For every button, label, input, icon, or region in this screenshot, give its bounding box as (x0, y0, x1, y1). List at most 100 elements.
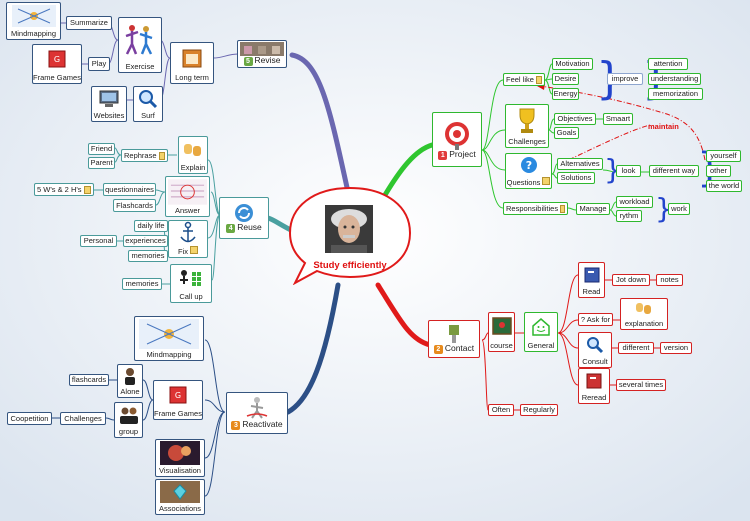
node-different[interactable]: different (618, 342, 654, 354)
node-long-term[interactable]: Long term (170, 42, 214, 84)
mindmap-thumbnail-icon (11, 5, 56, 28)
node-mindmapping-reactivate[interactable]: Mindmapping (134, 316, 204, 361)
node-summarize[interactable]: Summarize (66, 16, 112, 30)
node-flashcards-reactivate[interactable]: flashcards (69, 374, 109, 386)
node-explanation[interactable]: explanation (620, 298, 668, 330)
magnifier-icon (139, 90, 158, 109)
node-objectives[interactable]: Objectives (554, 113, 596, 125)
node-reread[interactable]: Reread (578, 368, 610, 404)
node-memorization[interactable]: memorization (648, 88, 703, 100)
node-rythm[interactable]: rythm (616, 210, 642, 222)
node-play[interactable]: Play (88, 57, 110, 71)
node-exercise[interactable]: Exercise (118, 17, 162, 73)
node-visualisation[interactable]: Visualisation (155, 439, 205, 477)
node-memories-fix[interactable]: memories (128, 250, 168, 262)
node-5ws-2hs[interactable]: 5 W's & 2 H's (34, 183, 94, 196)
node-call-up[interactable]: Call up (170, 264, 212, 303)
node-yourself[interactable]: yourself (706, 150, 741, 162)
topic-label: Revise (254, 55, 281, 65)
node-smaart[interactable]: Smaart (603, 113, 633, 125)
recycle-arrows-icon (235, 204, 253, 222)
node-associations[interactable]: Associations (155, 479, 205, 515)
node-experiences[interactable]: experiences (123, 235, 168, 247)
node-general[interactable]: General (524, 312, 558, 352)
anchor-icon (180, 222, 196, 243)
node-the-world[interactable]: the world (706, 180, 742, 192)
node-workload[interactable]: workload (616, 196, 653, 208)
svg-text:G: G (175, 391, 181, 400)
node-answer[interactable]: Answer (165, 176, 210, 217)
node-motivation[interactable]: Motivation (552, 58, 593, 70)
node-flashcards-reuse[interactable]: Flashcards (113, 199, 156, 212)
node-questionnaires[interactable]: questionnaires (103, 183, 156, 196)
node-solutions[interactable]: Solutions (557, 172, 595, 184)
node-frame-games-revise[interactable]: G Frame Games (32, 44, 82, 84)
central-topic-title[interactable]: Study efficiently (313, 260, 387, 271)
note-icon (83, 185, 91, 194)
node-version[interactable]: version (660, 342, 692, 354)
node-course[interactable]: course (488, 312, 515, 352)
node-explain[interactable]: Explain (178, 136, 208, 174)
node-fix[interactable]: Fix (168, 220, 208, 258)
node-challenges-reactivate[interactable]: Challenges (60, 412, 106, 425)
topic-number-badge: 5 (243, 57, 253, 66)
node-desire[interactable]: Desire (552, 73, 579, 85)
node-rephrase[interactable]: Rephrase (121, 149, 168, 162)
node-manage[interactable]: Manage (576, 203, 610, 215)
topic-label: Reuse (237, 222, 262, 232)
question-mark-icon: ? (520, 157, 537, 174)
node-work[interactable]: work (668, 203, 690, 215)
topic-number-badge: 4 (226, 224, 236, 233)
node-consult[interactable]: Consult (578, 332, 612, 368)
game-card-icon: G (169, 386, 187, 404)
node-jot-down[interactable]: Jot down (612, 274, 650, 286)
usb-plug-icon (449, 325, 459, 343)
node-alternatives[interactable]: Alternatives (557, 158, 603, 170)
node-look[interactable]: look (616, 165, 641, 177)
mindmap-thumbnail-icon (139, 318, 199, 349)
node-responsibilities[interactable]: Responsibilities (503, 202, 568, 215)
node-friend[interactable]: Friend (88, 143, 115, 155)
node-goals[interactable]: Goals (554, 127, 579, 139)
node-different-way[interactable]: different way (649, 165, 699, 177)
node-several-times[interactable]: several times (616, 379, 666, 391)
node-read[interactable]: Read (578, 262, 605, 298)
node-parent[interactable]: Parent (88, 157, 115, 169)
node-personal[interactable]: Personal (80, 235, 117, 247)
node-questions[interactable]: ? Questions (505, 153, 552, 189)
node-mindmapping-revise[interactable]: Mindmapping (6, 2, 61, 40)
node-memories-callup[interactable]: memories (122, 278, 162, 290)
topic-label: Project (449, 148, 476, 159)
node-alone[interactable]: Alone (117, 364, 143, 398)
note-icon (535, 75, 542, 84)
book-icon (584, 267, 599, 283)
node-energy[interactable]: Energy (552, 88, 579, 100)
node-often[interactable]: Often (488, 404, 514, 416)
node-regularly[interactable]: Regularly (520, 404, 558, 416)
node-coopetition[interactable]: Coopetition (7, 412, 52, 425)
node-websites[interactable]: Websites (91, 86, 127, 122)
node-notes[interactable]: notes (656, 274, 683, 286)
node-improve[interactable]: improve (607, 73, 643, 85)
node-attention[interactable]: attention (648, 58, 688, 70)
classroom-photo-icon (240, 42, 284, 56)
node-daily-life[interactable]: daily life (134, 220, 168, 232)
node-understanding[interactable]: understanding (648, 73, 701, 85)
node-ask-for[interactable]: ? Ask for (578, 313, 613, 326)
node-challenges-project[interactable]: Challenges (505, 104, 549, 148)
topic-label: Reactivate (242, 419, 283, 429)
theater-masks-icon (636, 303, 651, 315)
node-frame-games-reactivate[interactable]: G Frame Games (153, 380, 203, 420)
node-other[interactable]: other (706, 165, 731, 177)
svg-text:?: ? (525, 159, 531, 172)
node-feel-like[interactable]: Feel like (503, 73, 545, 86)
node-group[interactable]: group (114, 402, 143, 438)
visualisation-picture-icon (160, 441, 200, 466)
node-surf[interactable]: Surf (133, 86, 163, 122)
topic-number-badge: 2 (433, 345, 443, 354)
